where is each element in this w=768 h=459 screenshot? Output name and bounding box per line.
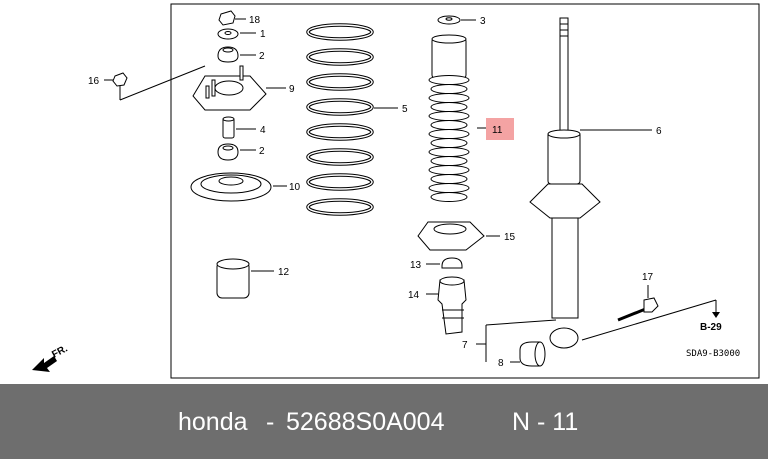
callout-16[interactable]: 17 <box>642 272 654 283</box>
front-direction-indicator: FR. <box>32 343 70 372</box>
reference-leader <box>581 299 720 341</box>
caption-separator: - <box>266 408 275 436</box>
diagram-code: SDA9-B3000 <box>686 349 740 359</box>
part-16-bolt[interactable] <box>617 285 659 322</box>
callout-5[interactable]: 5 <box>402 104 408 115</box>
callout-17[interactable]: 16 <box>88 76 100 87</box>
front-arrow-icon <box>32 356 57 372</box>
parts-diagram: 18 1 2 16 9 4 2 10 12 5 3 15 13 14 6 17 … <box>32 3 760 379</box>
position-label: N - 11 <box>512 408 579 436</box>
part-2-bushing-lower[interactable] <box>217 143 256 161</box>
part-5-coil-spring[interactable] <box>306 23 374 216</box>
part-15-lower-seat[interactable] <box>417 221 500 251</box>
front-label: FR. <box>50 343 70 360</box>
callout-3[interactable]: 3 <box>480 16 486 27</box>
callout-10[interactable]: 10 <box>289 182 301 193</box>
callout-2-lower[interactable]: 2 <box>259 146 265 157</box>
part-2-bushing-upper[interactable] <box>217 46 256 63</box>
callout-15[interactable]: 15 <box>504 232 516 243</box>
callout-11[interactable]: 11 <box>492 125 503 136</box>
part-13-washer[interactable] <box>426 257 463 269</box>
part-6-shock-absorber[interactable] <box>529 17 652 349</box>
part-12-stopper[interactable] <box>216 258 274 299</box>
part-7-leader <box>476 319 557 362</box>
part-10-spring-seat[interactable] <box>190 172 287 202</box>
callout-18[interactable]: 18 <box>249 15 261 26</box>
callout-6[interactable]: 6 <box>656 126 662 137</box>
part-11-dust-boot[interactable] <box>428 34 488 202</box>
part-3-washer[interactable] <box>437 15 476 25</box>
callout-2-upper[interactable]: 2 <box>259 51 265 62</box>
callout-1[interactable]: 1 <box>260 29 266 40</box>
callout-14[interactable]: 14 <box>408 290 420 301</box>
callout-11-highlight <box>486 118 514 140</box>
diagram-frame <box>170 3 760 379</box>
brand-name: honda <box>178 408 248 436</box>
callout-8[interactable]: 8 <box>498 358 504 369</box>
part-number: 52688S0A004 <box>286 408 445 436</box>
part-1-washer[interactable] <box>217 28 256 40</box>
part-8-lower-bushing[interactable] <box>510 341 546 367</box>
callout-7[interactable]: 7 <box>462 340 468 351</box>
callout-9[interactable]: 9 <box>289 84 295 95</box>
part-18-nut[interactable] <box>218 10 246 26</box>
caption-bar: honda - 52688S0A004 N - 11 <box>0 384 768 459</box>
callout-13[interactable]: 13 <box>410 260 422 271</box>
part-9-mount-base[interactable] <box>192 65 286 111</box>
callout-12[interactable]: 12 <box>278 267 290 278</box>
part-17-bolt[interactable] <box>104 65 206 101</box>
callout-4[interactable]: 4 <box>260 125 266 136</box>
reference-label[interactable]: B-29 <box>700 322 722 333</box>
part-14-bump-stop[interactable] <box>426 276 467 335</box>
part-4-collar[interactable] <box>222 116 256 139</box>
